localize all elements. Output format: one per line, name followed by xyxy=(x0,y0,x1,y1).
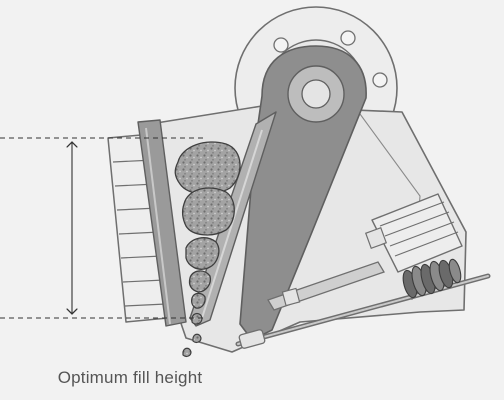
rock xyxy=(174,141,241,195)
tension-spring xyxy=(402,258,462,299)
rock xyxy=(190,292,206,309)
rock xyxy=(185,237,220,270)
rock xyxy=(192,333,202,344)
rod-end-bracket xyxy=(238,329,266,349)
spring-housing xyxy=(364,193,463,273)
flywheel-bolt-hole xyxy=(372,72,388,88)
rock xyxy=(191,312,203,325)
fill-height-indicator xyxy=(0,137,206,319)
rock xyxy=(188,270,212,293)
fixed-jaw-liner xyxy=(137,119,187,327)
toggle-assembly xyxy=(235,261,491,349)
rock xyxy=(182,187,235,236)
eccentric-shaft xyxy=(301,79,331,109)
flywheel-bolt-hole xyxy=(273,37,289,53)
rock xyxy=(182,347,192,358)
rock-feed xyxy=(174,141,241,358)
flywheel-bolt-hole xyxy=(340,30,356,46)
diagram-caption: Optimum fill height xyxy=(57,368,203,387)
fixed-jaw xyxy=(107,119,187,327)
